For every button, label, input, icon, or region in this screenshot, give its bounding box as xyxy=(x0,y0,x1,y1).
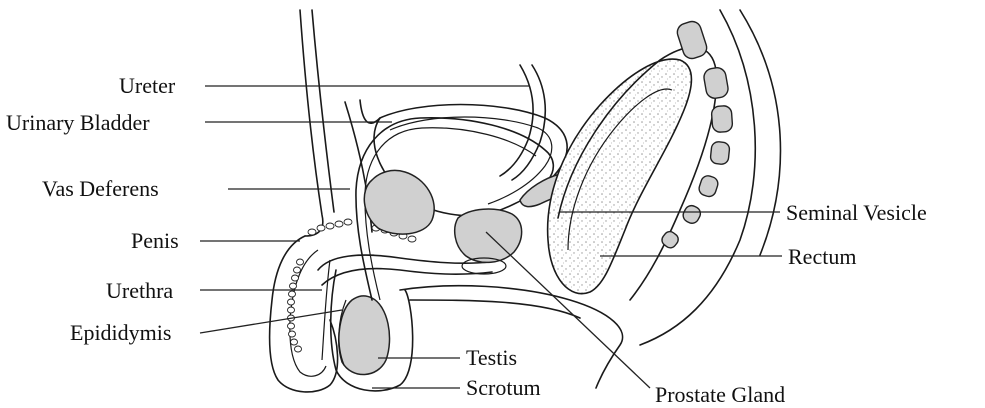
label-urinary-bladder: Urinary Bladder xyxy=(6,110,150,135)
label-epididymis: Epididymis xyxy=(70,320,171,345)
label-penis: Penis xyxy=(131,228,179,253)
leader-lines xyxy=(200,86,782,388)
pelvic-floor xyxy=(400,286,623,388)
urethra-penile-segment xyxy=(322,260,330,360)
label-testis: Testis xyxy=(466,345,517,370)
abdominal-wall-inner xyxy=(312,10,334,212)
testis-shape xyxy=(339,296,390,375)
penis-outline xyxy=(270,236,338,392)
label-urethra: Urethra xyxy=(106,278,173,303)
posterior-body-wall xyxy=(640,10,755,345)
prostate-shape xyxy=(455,209,522,262)
label-seminal-vesicle: Seminal Vesicle xyxy=(786,200,927,225)
rectum-shape xyxy=(548,59,692,293)
label-ureter: Ureter xyxy=(119,73,176,98)
label-rectum: Rectum xyxy=(788,244,856,269)
label-vas-deferens: Vas Deferens xyxy=(42,176,159,201)
bladder-fold xyxy=(360,100,380,123)
label-prostate-gland: Prostate Gland xyxy=(655,382,785,407)
ureter-tube xyxy=(500,65,533,176)
label-scrotum: Scrotum xyxy=(466,375,541,400)
abdominal-wall-outline xyxy=(300,10,323,236)
pubic-bone-shape xyxy=(364,170,434,234)
perineum-line xyxy=(410,300,580,318)
